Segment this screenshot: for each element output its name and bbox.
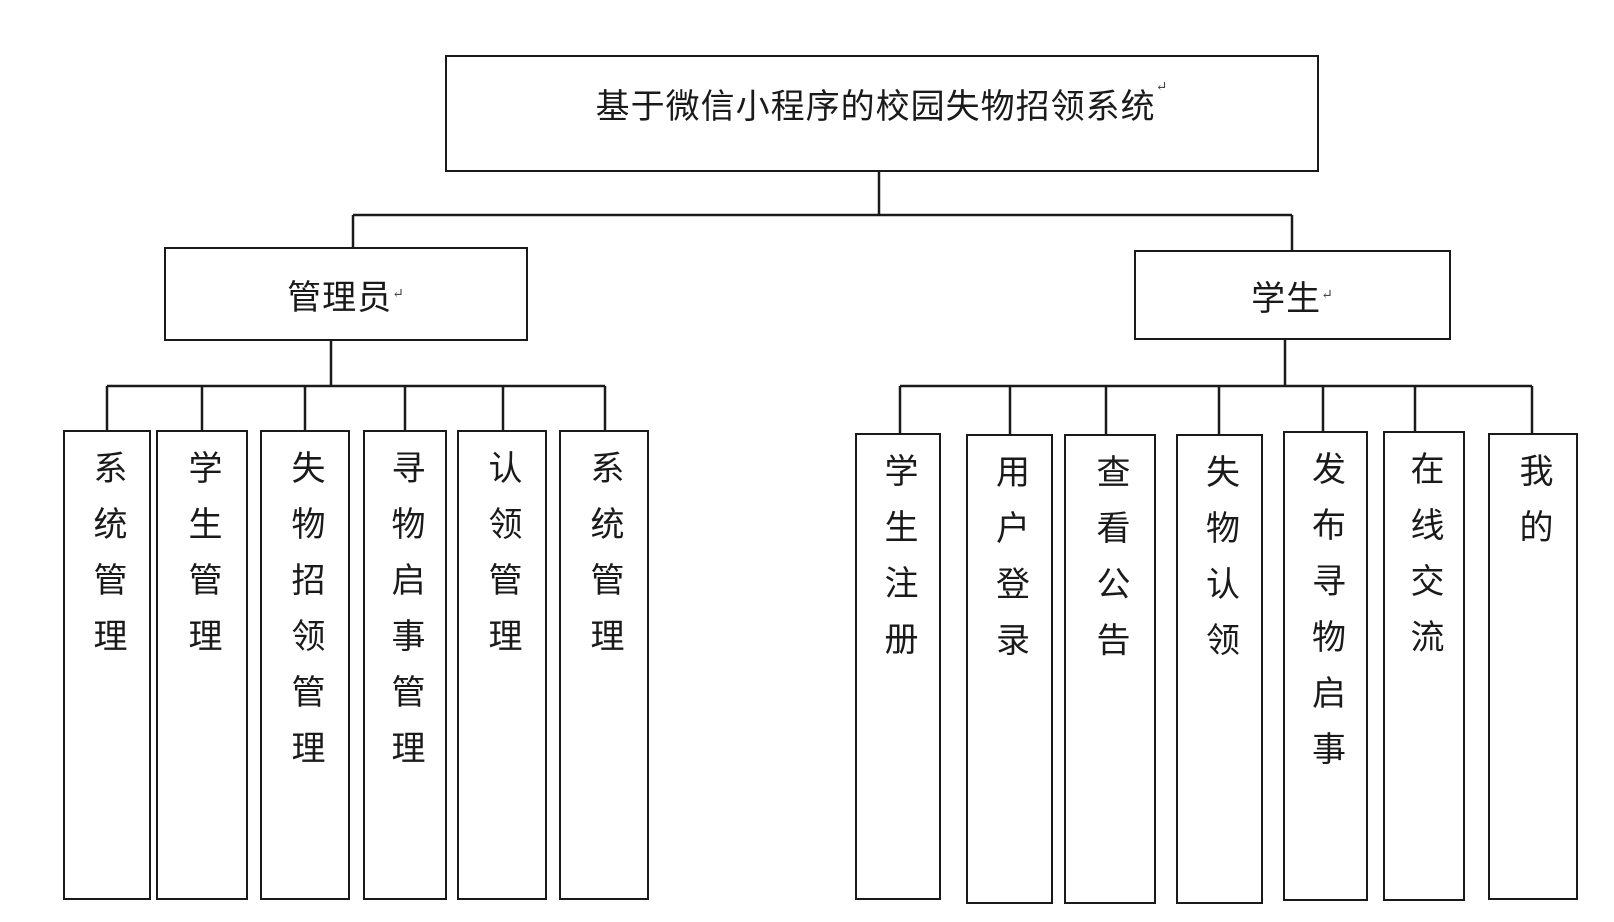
module-label: 学生管理 xyxy=(182,450,222,674)
module-label: 在线交流 xyxy=(1404,451,1444,675)
group-node-student: 学生↵ xyxy=(1134,250,1451,340)
module-node: 系统管理 xyxy=(559,430,649,900)
module-node: 失物招领管理 xyxy=(260,430,350,900)
module-label: 失物招领管理 xyxy=(285,450,325,786)
module-node: 用户登录 xyxy=(966,434,1053,904)
module-label: 用户登录 xyxy=(989,454,1030,678)
module-node: 发布寻物启事 xyxy=(1283,431,1368,901)
group-label-student: 学生 xyxy=(1251,278,1322,319)
module-node: 我的 xyxy=(1488,433,1578,900)
module-label: 发布寻物启事 xyxy=(1305,451,1346,787)
paragraph-mark: ↵ xyxy=(1321,287,1334,303)
module-node: 学生管理 xyxy=(156,430,248,900)
module-label: 系统管理 xyxy=(584,450,624,674)
module-label: 认领管理 xyxy=(482,450,522,674)
module-label: 系统管理 xyxy=(87,450,127,674)
module-node: 查看公告 xyxy=(1064,434,1156,904)
module-label: 查看公告 xyxy=(1090,454,1130,678)
module-label: 寻物启事管理 xyxy=(385,450,425,786)
root-label: 基于微信小程序的校园失物招领系统 xyxy=(595,87,1156,127)
module-node: 系统管理 xyxy=(63,430,151,900)
group-label-admin: 管理员 xyxy=(287,277,393,318)
module-node: 寻物启事管理 xyxy=(363,430,447,900)
module-label: 失物认领 xyxy=(1199,454,1240,678)
paragraph-mark: ↵ xyxy=(1155,79,1169,95)
module-node: 失物认领 xyxy=(1176,434,1263,904)
module-label: 学生注册 xyxy=(878,453,918,677)
paragraph-mark: ↵ xyxy=(392,286,405,302)
group-node-admin: 管理员↵ xyxy=(164,247,528,341)
root-node: 基于微信小程序的校园失物招领系统↵ xyxy=(445,55,1319,172)
module-label: 我的 xyxy=(1513,453,1553,565)
module-node: 在线交流 xyxy=(1383,431,1465,901)
module-node: 认领管理 xyxy=(457,430,547,900)
module-node: 学生注册 xyxy=(855,433,941,900)
